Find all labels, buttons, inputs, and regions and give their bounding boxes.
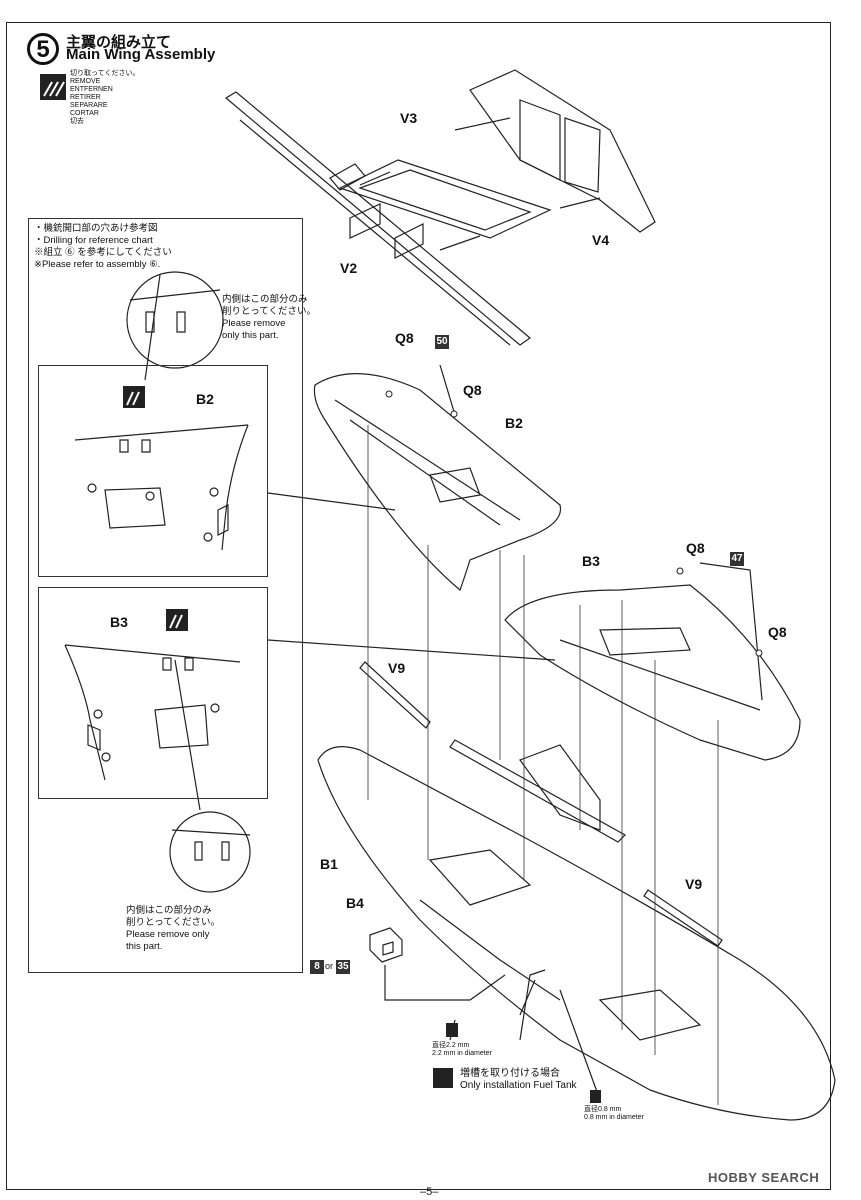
part-label-b2: B2 xyxy=(505,415,523,431)
inset-bottom-label: B3 xyxy=(110,614,128,630)
part-label-v2: V2 xyxy=(340,260,358,276)
part-label-q8: Q8 xyxy=(463,382,482,398)
step-number: 5 xyxy=(27,33,59,65)
inset-top-note: 内側はこの部分のみ 削りとってください。 Please remove only … xyxy=(222,294,316,342)
inset-top-note-jp: 内側はこの部分のみ xyxy=(222,294,308,305)
inset-bottom-note-jp: 内側はこの部分のみ xyxy=(126,905,212,916)
page-frame xyxy=(6,22,831,1190)
paint-code-or: or xyxy=(325,961,334,971)
inset-top-note-en: Please remove xyxy=(222,318,286,329)
fuel-tank-note-jp: 増槽を取り付ける場合 xyxy=(460,1068,560,1079)
part-label-b1: B1 xyxy=(320,856,338,872)
inset-bottom-note: 内側はこの部分のみ 削りとってください。 Please remove only … xyxy=(126,905,220,953)
inset-bottom-note-en: Please remove only xyxy=(126,929,210,940)
reference-note-line: ※Please refer to assembly ⑥. xyxy=(34,259,161,270)
part-label-q8: Q8 xyxy=(395,330,414,346)
drill-2-2mm-note: 直径2.2 mm 2.2 mm in diameter xyxy=(432,1042,492,1058)
inset-b3 xyxy=(38,587,268,799)
reference-note-line: ・機銃開口部の穴あけ参考図 xyxy=(34,223,158,234)
title-english: Main Wing Assembly xyxy=(66,46,216,63)
remove-legend-line: SEPARARE xyxy=(70,102,108,109)
reference-note-line: ・Drilling for reference chart xyxy=(34,235,153,246)
part-label-b3: B3 xyxy=(582,553,600,569)
part-label-v9: V9 xyxy=(685,876,703,892)
inset-top-note-en: only this part. xyxy=(222,330,279,341)
remove-legend: 切り取ってください。 REMOVE ENTFERNEN RETIRER SEPA… xyxy=(70,70,139,126)
reference-panel xyxy=(28,218,303,973)
remove-legend-line: CORTAR xyxy=(70,110,99,117)
drill-note-jp: 直径0.8 mm xyxy=(584,1106,622,1113)
title-japanese: 主翼の組み立て xyxy=(66,34,172,51)
remove-legend-line: ENTFERNEN xyxy=(70,86,113,93)
inset-b2 xyxy=(38,365,268,577)
inset-bottom-note-en: this part. xyxy=(126,941,163,952)
watermark: HOBBY SEARCH xyxy=(708,1170,820,1185)
remove-legend-line: 切り取ってください。 xyxy=(70,70,140,77)
remove-legend-line: 切去 xyxy=(70,118,84,125)
paint-code-50: 50 xyxy=(435,335,449,349)
drill-note-jp: 直径2.2 mm xyxy=(432,1042,470,1049)
part-label-v3: V3 xyxy=(400,110,418,126)
part-label-v9: V9 xyxy=(388,660,406,676)
fuel-tank-note-en: Only installation Fuel Tank xyxy=(460,1080,577,1091)
remove-legend-line: RETIRER xyxy=(70,94,101,101)
reference-note: ・機銃開口部の穴あけ参考図 ・Drilling for reference ch… xyxy=(34,223,172,271)
part-label-b4: B4 xyxy=(346,895,364,911)
part-label-v4: V4 xyxy=(592,232,610,248)
fuel-tank-note: 増槽を取り付ける場合 Only installation Fuel Tank xyxy=(460,1068,577,1092)
inset-top-label: B2 xyxy=(196,391,214,407)
drill-0-8mm-note: 直径0.8 mm 0.8 mm in diameter xyxy=(584,1106,644,1122)
remove-legend-line: REMOVE xyxy=(70,78,101,85)
part-label-q8: Q8 xyxy=(768,624,787,640)
part-label-q8: Q8 xyxy=(686,540,705,556)
reference-note-line: ※組立 ⑥ を参考にしてください xyxy=(34,247,172,258)
inset-top-note-jp: 削りとってください。 xyxy=(222,306,316,317)
paint-code-47: 47 xyxy=(730,552,744,566)
page-number: –5– xyxy=(420,1186,439,1198)
inset-bottom-note-jp: 削りとってください。 xyxy=(126,917,220,928)
drill-note-en: 2.2 mm in diameter xyxy=(432,1050,492,1057)
paint-code-35: 35 xyxy=(336,960,350,974)
paint-code-8: 8 xyxy=(310,960,324,974)
drill-note-en: 0.8 mm in diameter xyxy=(584,1114,644,1121)
